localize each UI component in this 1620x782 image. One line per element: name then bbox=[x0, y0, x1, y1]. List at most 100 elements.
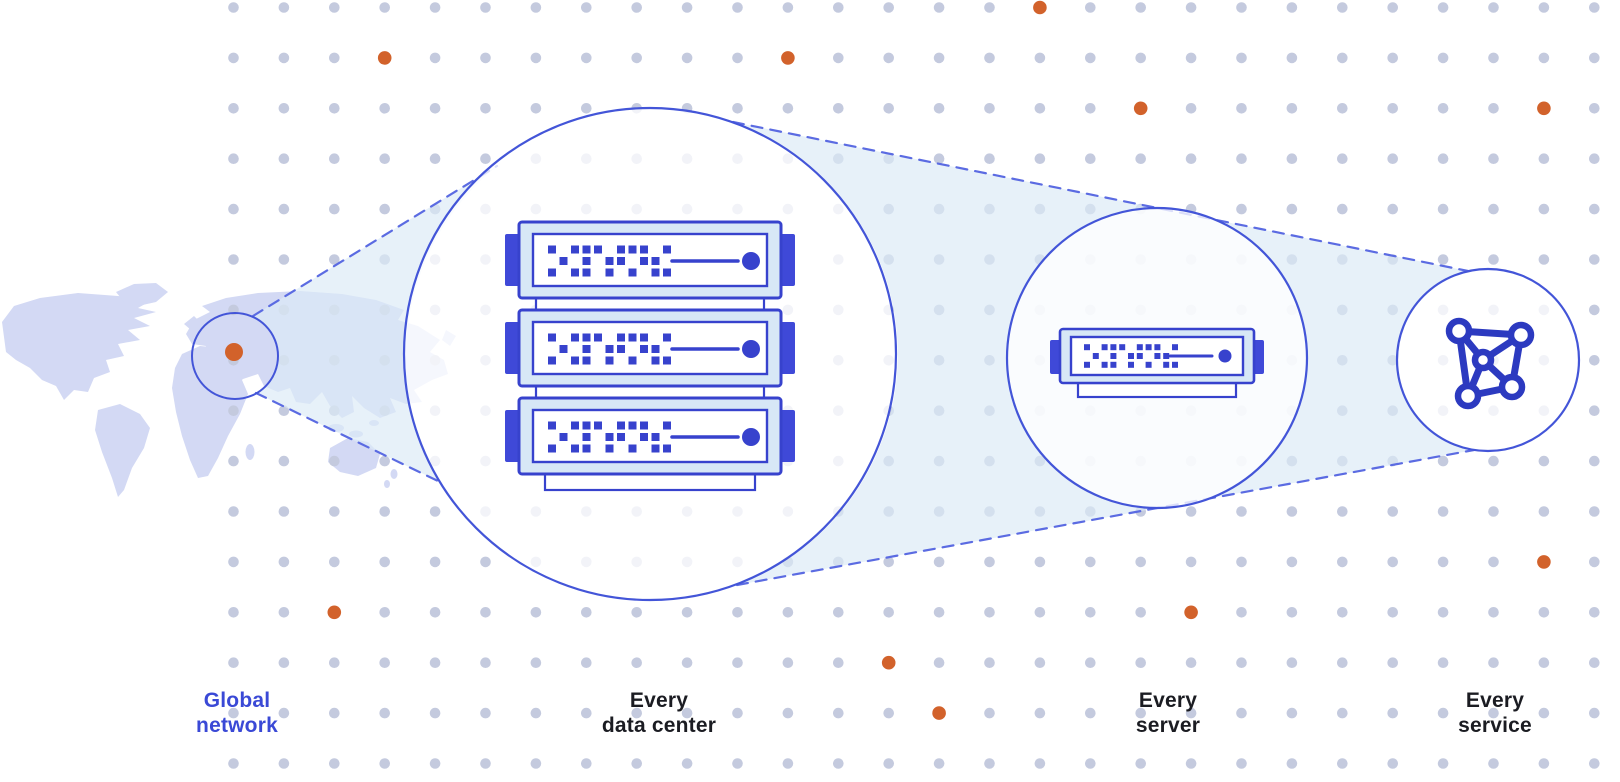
grid-dot bbox=[732, 707, 743, 719]
matrix-pixel bbox=[617, 433, 625, 441]
matrix-pixel bbox=[605, 345, 614, 353]
grid-dot bbox=[1185, 657, 1197, 668]
matrix-pixel bbox=[640, 421, 648, 430]
grid-dot bbox=[1589, 556, 1600, 568]
grid-dot bbox=[1286, 556, 1298, 568]
grid-dot bbox=[278, 506, 290, 517]
island-madagascar bbox=[245, 444, 255, 460]
matrix-pixel bbox=[651, 356, 660, 365]
grid-dot bbox=[1387, 707, 1398, 719]
grid-dot bbox=[1185, 153, 1197, 164]
grid-dot bbox=[1236, 52, 1247, 64]
grid-dot bbox=[581, 103, 592, 114]
grid-dot bbox=[833, 657, 844, 668]
grid-dot-orange bbox=[1133, 101, 1148, 116]
matrix-pixel bbox=[1136, 344, 1143, 351]
matrix-pixel bbox=[628, 421, 637, 430]
grid-dot bbox=[1034, 758, 1046, 769]
mesh-node bbox=[1445, 317, 1473, 345]
grid-dot-orange bbox=[377, 51, 392, 65]
matrix-pixel bbox=[640, 345, 648, 353]
label-line: service bbox=[1458, 714, 1532, 737]
grid-dot bbox=[1337, 203, 1348, 215]
grid-dot bbox=[228, 607, 239, 618]
matrix-pixel bbox=[651, 345, 660, 353]
grid-dot bbox=[329, 506, 340, 517]
grid-dot bbox=[1387, 506, 1398, 517]
grid-dot bbox=[1387, 103, 1398, 114]
matrix-pixel bbox=[1154, 353, 1161, 359]
grid-dot bbox=[933, 52, 945, 64]
dashed-line-top-left bbox=[251, 164, 499, 318]
grid-dot bbox=[782, 2, 794, 13]
grid-dot bbox=[1034, 556, 1046, 568]
grid-dot bbox=[1488, 657, 1499, 668]
grid-dot bbox=[480, 2, 491, 13]
grid-dot bbox=[631, 657, 642, 668]
island-uk bbox=[184, 316, 200, 330]
grid-dot bbox=[228, 103, 239, 114]
grid-dot bbox=[480, 153, 491, 164]
label-every-data-center: Every data center bbox=[602, 688, 716, 738]
grid-dot bbox=[278, 405, 290, 417]
server-led bbox=[742, 252, 760, 270]
grid-dot bbox=[1286, 153, 1298, 164]
grid-dot bbox=[1185, 707, 1197, 719]
continent-africa bbox=[172, 346, 252, 478]
matrix-pixel bbox=[628, 356, 637, 365]
server-base-tray bbox=[1076, 381, 1238, 399]
matrix-pixel bbox=[663, 421, 671, 430]
matrix-pixel bbox=[663, 268, 671, 277]
matrix-pixel bbox=[548, 421, 556, 430]
grid-dot bbox=[329, 556, 340, 568]
label-every-service: Every service bbox=[1458, 688, 1532, 738]
grid-dot bbox=[278, 707, 290, 719]
grid-dot bbox=[480, 607, 491, 618]
grid-dot bbox=[1034, 52, 1046, 64]
server-unit-1 bbox=[505, 220, 795, 300]
grid-dot bbox=[1337, 556, 1348, 568]
grid-dot bbox=[1538, 707, 1550, 719]
grid-dot bbox=[1538, 254, 1550, 265]
grid-dot bbox=[732, 103, 743, 114]
grid-dot bbox=[530, 2, 542, 13]
grid-dot bbox=[1236, 707, 1247, 719]
matrix-pixel bbox=[651, 268, 660, 277]
label-line: server bbox=[1135, 714, 1201, 737]
grid-dot-orange bbox=[781, 51, 795, 65]
grid-dot bbox=[329, 203, 340, 215]
grid-dot bbox=[1538, 455, 1550, 467]
grid-dot bbox=[278, 556, 290, 568]
grid-dot bbox=[329, 103, 340, 114]
matrix-pixel bbox=[582, 444, 591, 453]
grid-dot bbox=[1488, 203, 1499, 215]
grid-dot bbox=[228, 2, 239, 13]
grid-dot bbox=[1387, 556, 1398, 568]
matrix-pixel bbox=[663, 245, 671, 254]
matrix-pixel bbox=[559, 257, 568, 265]
matrix-pixel bbox=[1119, 344, 1126, 351]
matrix-pixel bbox=[559, 433, 568, 441]
grid-dot bbox=[1286, 2, 1298, 13]
grid-dot bbox=[1337, 153, 1348, 164]
grid-dot bbox=[329, 2, 340, 13]
grid-dot bbox=[833, 52, 844, 64]
matrix-pixel bbox=[594, 333, 602, 342]
grid-dot bbox=[782, 707, 794, 719]
grid-dot bbox=[1034, 707, 1046, 719]
matrix-pixel bbox=[1128, 353, 1134, 359]
grid-dot bbox=[530, 657, 542, 668]
grid-dot-orange bbox=[1537, 555, 1551, 569]
grid-dot bbox=[1437, 707, 1449, 719]
grid-dot bbox=[429, 657, 441, 668]
continent-north-america bbox=[2, 293, 156, 400]
grid-dot bbox=[631, 607, 642, 618]
label-line: Every bbox=[629, 689, 689, 712]
grid-dot bbox=[1589, 405, 1600, 417]
grid-dot bbox=[1488, 707, 1499, 719]
grid-dot bbox=[1185, 103, 1197, 114]
grid-dot bbox=[1085, 2, 1096, 13]
grid-dot bbox=[329, 455, 340, 467]
grid-dot bbox=[681, 707, 693, 719]
grid-dot bbox=[1085, 657, 1096, 668]
